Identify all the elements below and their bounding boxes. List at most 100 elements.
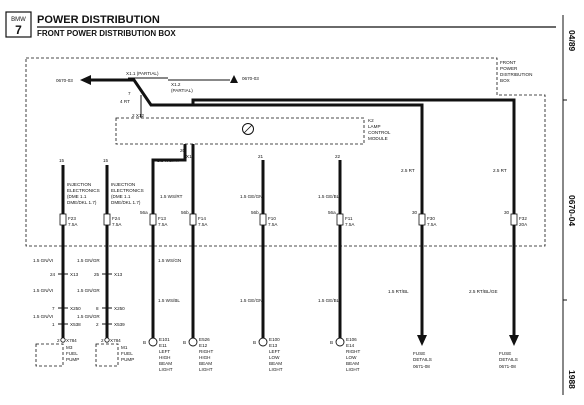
x13-a: X13 (70, 272, 79, 277)
fuse-f30: F30 7.5A (418, 213, 437, 227)
comp-line-4: BEAM (199, 361, 212, 366)
ie-a-2: ELECTRONICS (67, 188, 100, 193)
pin-15b: 15 (103, 158, 109, 163)
ie-b-2: ELECTRONICS (111, 188, 144, 193)
main-bus (91, 78, 193, 107)
side-date: 04/89 (567, 30, 577, 52)
conn-pin: B (330, 340, 333, 345)
x1-partial: X1.1 (PARTIAL) (126, 71, 159, 76)
brand-badge (5, 11, 32, 38)
fuse-symbol (59, 213, 67, 226)
fuse-rating: 7.5A (68, 222, 78, 227)
brand-line2: 7 (15, 23, 22, 37)
conn-pin: 2 (57, 338, 60, 343)
fuse-symbol (149, 213, 157, 226)
fuse-rating: 7.5A (345, 222, 355, 227)
conn-pin: 2 (101, 338, 104, 343)
wire-2-5rt-b: 2.5 RT (493, 168, 507, 173)
fuse-symbol (259, 213, 267, 226)
wire-gn-gr-1: 1.5 GN/GR (77, 258, 100, 263)
header: BMW 7 POWER DISTRIBUTION FRONT POWER DIS… (5, 11, 556, 38)
comp-line-5: LIGHT (269, 367, 283, 372)
ie-a-3: (DME 1.1 (67, 194, 87, 199)
x13-b: X13 (114, 272, 123, 277)
fuse-id: F23 (68, 216, 76, 221)
wire-ws-gn: 1.5 WS/GN (158, 258, 181, 263)
wire-gn-vi-3: 1.5 GN/VI (33, 314, 53, 319)
pin-56b-2: 56b (251, 210, 259, 215)
conn-pin: B (253, 340, 256, 345)
lcm-symbol-icon (242, 123, 254, 135)
fuses: F23 7.5A F24 7.5A F13 7.5A F14 7.5A F10 … (59, 213, 528, 227)
wire-gn-gr-3: 1.5 GN/GR (77, 314, 100, 319)
terminal-7: 7 (128, 91, 131, 96)
fuse-details-30: FUSE DETAILS 0671-08 (413, 335, 432, 369)
lamp-e11: B E101 E11 LEFT HIGH BEAM LIGHT (143, 337, 173, 372)
fuse-id: F24 (112, 216, 120, 221)
lcm-pin-20: 20 (180, 148, 186, 153)
fuse-id: F14 (198, 216, 206, 221)
component-box (35, 343, 64, 367)
pin-15a: 15 (59, 158, 65, 163)
comp-line-1: E14 (346, 343, 355, 348)
fuse-symbol (418, 213, 426, 226)
fuse-id: F10 (268, 216, 276, 221)
wire-ws-rt: 1.5 WS/RT (160, 194, 183, 199)
fuse-rating: 7.5A (427, 222, 437, 227)
fuse-f32: F32 20A (510, 213, 528, 227)
box-outline (25, 57, 546, 247)
n24: 24 (50, 272, 56, 277)
lcm-label-2: LAMP (368, 124, 381, 129)
left-feed-ref: 0670-03 (56, 78, 73, 83)
ie-b-3: (DME 1.1 (111, 194, 131, 199)
pin-30b: 30 (504, 210, 510, 215)
wire-2-5rt-a: 2.5 RT (401, 168, 415, 173)
comp-line-2: RIGHT (199, 349, 213, 354)
fuse-rating: 7.5A (158, 222, 168, 227)
wire-gn-gr-2: 1.5 GN/GR (77, 288, 100, 293)
x250-a: X250 (70, 306, 81, 311)
fuse-id: F32 (519, 216, 527, 221)
fd-line-1: FUSE (499, 351, 511, 356)
fuse-symbol (336, 213, 344, 226)
conn-id: E101 (159, 337, 170, 342)
lcm-pin-x12: X12 (186, 154, 195, 159)
conn-id: E526 (199, 337, 210, 342)
conn-id: E106 (346, 337, 357, 342)
fd-line-1: FUSE (413, 351, 425, 356)
ground-icon (104, 337, 110, 343)
top-bus: 0670-03 X1.1 (PARTIAL) 0670-03 X1.2 (PAR… (56, 71, 516, 335)
n8: 8 (96, 306, 99, 311)
side-strip: 04/89 0670-04 1988 (562, 15, 577, 395)
comp-line-3: LOW (346, 355, 357, 360)
comp-line-2: LEFT (159, 349, 170, 354)
n25: 25 (94, 272, 100, 277)
right-feed-ref: 0670-03 (242, 76, 259, 81)
lcm-label-4: MODULE (368, 136, 388, 141)
comp-line-3: PUMP (66, 357, 79, 362)
feed-f13 (151, 144, 187, 338)
fd-ref: 0671-08 (413, 364, 430, 369)
comp-line-1: M3 (66, 345, 73, 350)
comp-line-5: LIGHT (346, 367, 360, 372)
box-label-3: DISTRIBUTION (500, 72, 532, 77)
conn-id: X784 (66, 338, 77, 343)
ground-icon (60, 337, 66, 343)
comp-line-5: LIGHT (199, 367, 213, 372)
terminal-x12-top: 2 X12 (132, 113, 144, 118)
pin-56b: 56b (181, 210, 189, 215)
fuse-rating: 7.5A (198, 222, 208, 227)
comp-line-3: PUMP (121, 357, 134, 362)
wire-ge-gn: 1.5 GE/GN (240, 194, 262, 199)
conn-id: X784 (110, 338, 121, 343)
lamp-e14: B E106 E14 RIGHT LOW BEAM LIGHT (330, 337, 360, 372)
fuse-symbol (103, 213, 111, 226)
pin-21: 21 (258, 154, 264, 159)
comp-line-5: LIGHT (159, 367, 173, 372)
fuse-symbol (510, 213, 518, 226)
comp-line-4: BEAM (269, 361, 282, 366)
fuse-f23: F23 7.5A (59, 213, 78, 227)
fuel-pump-m1: 2 X784 M1 FUEL PUMP (95, 337, 134, 367)
down-arrow-icon (417, 335, 427, 346)
